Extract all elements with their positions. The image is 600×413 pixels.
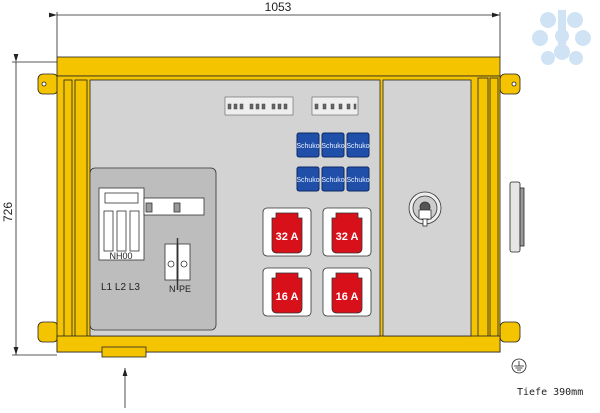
door-handle[interactable] (509, 181, 525, 253)
width-dimension (49, 12, 501, 57)
earth-ground-icon (511, 358, 527, 374)
n-pe-terminals (164, 238, 191, 290)
cee-label: 16 A (276, 291, 299, 303)
nh00-label: NH00 (109, 251, 132, 261)
schuko-label: Schuko (346, 177, 369, 184)
schuko-label: Schuko (321, 143, 344, 150)
cee-sockets (262, 207, 372, 317)
nh00-fuse-switch (98, 187, 205, 261)
schuko-label: Schuko (321, 177, 344, 184)
cee-label: 16 A (336, 291, 359, 303)
key-switch-icon[interactable] (408, 191, 442, 227)
height-label: 726 (1, 202, 15, 222)
cee-label: 32 A (276, 231, 299, 243)
schuko-label: Schuko (296, 177, 319, 184)
schuko-label: Schuko (296, 143, 319, 150)
circuit-breakers (224, 96, 359, 116)
schuko-label: Schuko (346, 143, 369, 150)
depth-label: Tiefe 390mm (517, 387, 583, 398)
height-dimension (12, 54, 57, 356)
cee-label: 32 A (336, 231, 359, 243)
pe-label: PE (179, 284, 191, 294)
schuko-sockets: Schuko Schuko Schuko Schuko Schuko Schuk… (296, 132, 370, 192)
n-label: N (169, 284, 176, 294)
phase-labels: L1 L2 L3 (101, 282, 140, 293)
width-label: 1053 (265, 0, 292, 14)
logo-icon (532, 10, 591, 65)
